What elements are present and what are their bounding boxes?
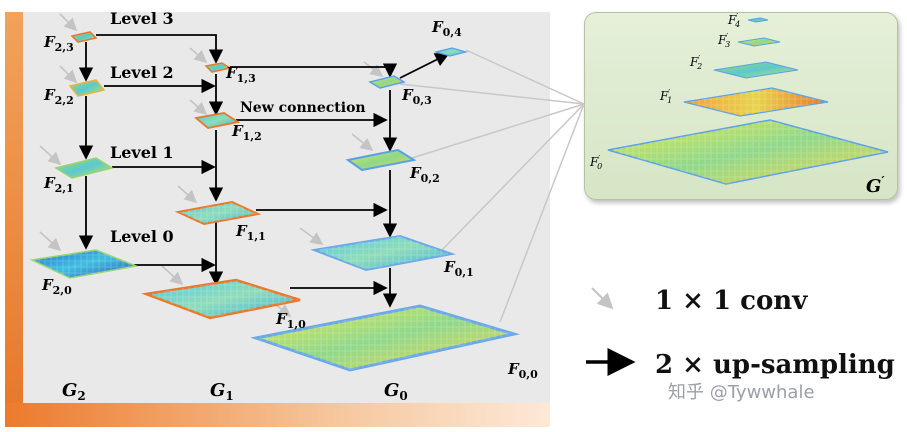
conv-arrows	[39, 13, 384, 317]
inset-label-f4: F′4	[727, 12, 740, 29]
orange-accent-bar-left	[5, 12, 23, 412]
inset-connector-lines	[399, 49, 585, 323]
arrow-f23-f13	[96, 34, 224, 64]
inset-map-f4	[747, 17, 769, 23]
label-f01: F0,1	[443, 258, 474, 279]
label-f20: F2,0	[41, 276, 72, 297]
column-label-g1: G1	[210, 380, 234, 403]
connector-line	[499, 103, 585, 323]
feature-map-f02	[345, 148, 417, 172]
connector-line	[399, 83, 585, 105]
conv-arrow	[299, 227, 324, 245]
inset-map-f2	[713, 61, 799, 79]
conv-arrow	[177, 185, 198, 204]
conv-arrow	[351, 133, 374, 151]
orange-accent-bar-bottom	[5, 403, 550, 427]
legend-conv-row: 1 × 1 conv	[583, 280, 903, 320]
feature-labels: F2,3 F2,2 F2,1 F2,0 F1,3 F1,2 F1,1 F1,0 …	[41, 18, 538, 381]
inset-labels: F′4 F′3 F′2 F′1 F′0	[589, 12, 740, 171]
feature-map-f21	[54, 157, 114, 179]
column-label-g0: G0	[384, 380, 408, 403]
connector-line	[465, 49, 585, 105]
conv-arrow	[59, 65, 78, 84]
inset-label-f3: F′3	[717, 32, 730, 49]
column-labels: G2 G1 G0	[62, 380, 408, 403]
column-label-g2: G2	[62, 380, 86, 403]
legend-gray-arrow-icon	[591, 287, 614, 310]
level-0-label: Level 0	[110, 227, 174, 246]
level-3-label: Level 3	[110, 9, 174, 28]
connector-line	[411, 103, 585, 159]
conv-arrow	[39, 145, 62, 166]
label-f11: F1,1	[235, 222, 266, 243]
conv-arrow	[39, 231, 62, 252]
label-f21: F2,1	[43, 174, 74, 195]
legend-upsampling-row: 2 × up-sampling	[583, 344, 903, 384]
flow-arrows	[78, 34, 450, 308]
inset-label-f0: F′0	[589, 154, 602, 171]
label-f03: F0,3	[401, 86, 432, 107]
legend-conv-label: 1 × 1 conv	[655, 286, 808, 316]
feature-map-texture	[314, 236, 452, 270]
inset-map-texture	[684, 88, 828, 116]
conv-arrow	[189, 99, 208, 116]
feature-map-texture	[146, 280, 300, 318]
feature-map-texture	[178, 202, 258, 224]
inset-label-f1: F′1	[659, 88, 672, 105]
feature-map-texture	[32, 250, 136, 278]
label-f10: F1,0	[275, 310, 306, 331]
watermark-text: 知乎 @Tywwhale	[668, 382, 815, 403]
label-f22: F2,2	[43, 86, 74, 107]
inset-label-f2: F′2	[689, 54, 702, 71]
new-connection-label: New connection	[240, 100, 366, 116]
label-f04: F0,4	[431, 18, 462, 39]
connector-line	[441, 103, 585, 251]
inset-title-g-prime: G′	[866, 174, 885, 197]
inset-map-texture	[608, 120, 888, 184]
arrow-f03-f04	[399, 53, 450, 79]
feature-map-texture	[256, 306, 514, 370]
feature-map-f23	[70, 31, 98, 43]
feature-map-f12	[193, 112, 241, 129]
conv-arrow	[161, 265, 184, 286]
conv-arrow	[59, 13, 78, 32]
inset-map-f3	[737, 37, 781, 47]
level-1-label: Level 1	[110, 143, 174, 162]
label-f23: F2,3	[43, 33, 74, 54]
level-2-label: Level 2	[110, 63, 174, 82]
arrow-f13-f03	[230, 63, 398, 78]
label-f13: F1,3	[225, 64, 256, 85]
legend-upsampling-label: 2 × up-sampling	[655, 350, 895, 380]
label-f12: F1,2	[231, 122, 262, 143]
conv-arrow	[189, 47, 208, 64]
label-f00: F0,0	[507, 360, 538, 381]
conv-arrow	[363, 61, 384, 77]
label-f02: F0,2	[409, 164, 440, 185]
feature-map-f13	[204, 62, 232, 73]
feature-map-f22	[68, 79, 106, 97]
feature-maps	[29, 31, 520, 372]
feature-map-f03	[368, 75, 406, 89]
feature-map-f04	[433, 47, 469, 57]
inset-feature-maps	[607, 17, 889, 185]
